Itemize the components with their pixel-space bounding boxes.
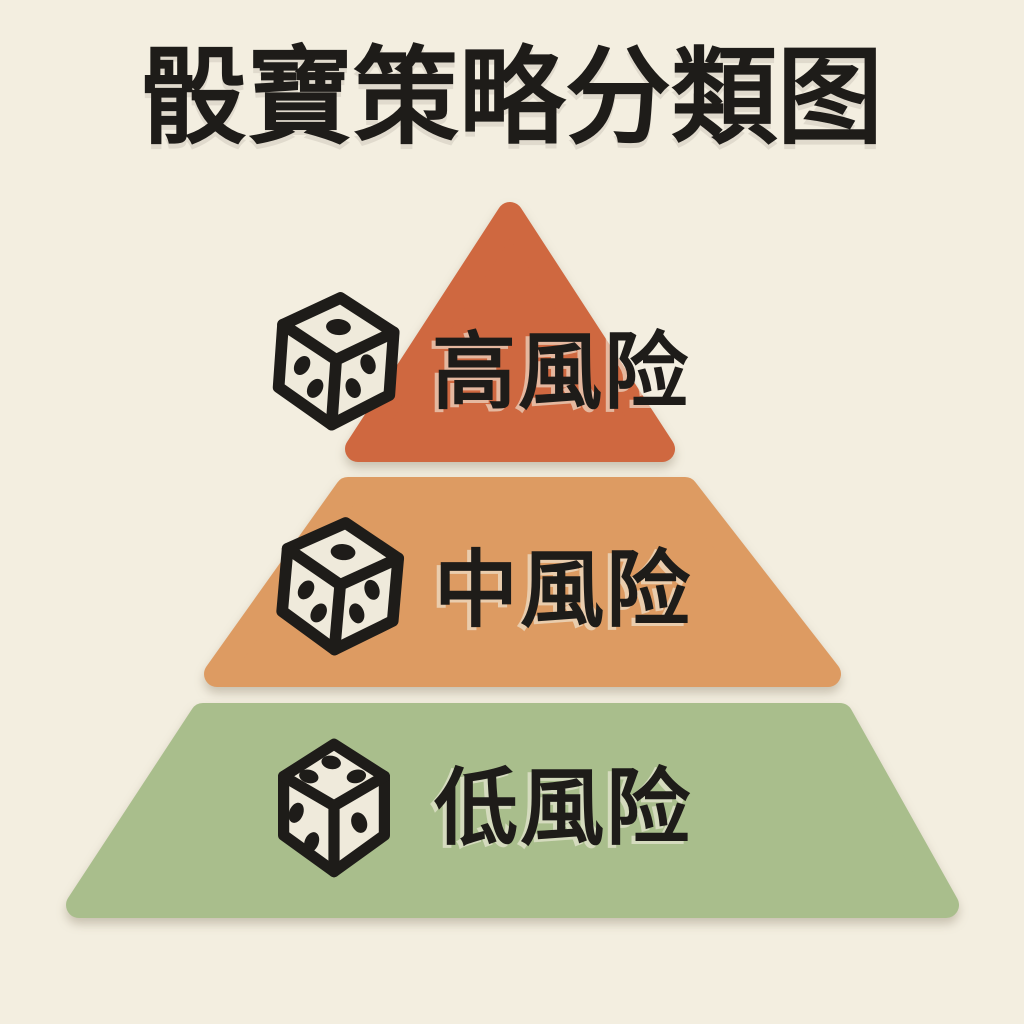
level-label-high-risk: 高風险: [432, 323, 691, 421]
level-label-low-risk: 低風险: [434, 759, 693, 857]
page-title: 骰寶策略分類图: [141, 36, 883, 159]
dice-icon: [272, 292, 400, 431]
dice-icon: [276, 517, 405, 656]
dice-pips: [293, 318, 376, 399]
level-label-medium-risk: 中風险: [434, 541, 693, 639]
pyramid-level-high-shape: [345, 202, 675, 462]
dice-pips: [297, 544, 380, 624]
dice-pips: [288, 755, 368, 853]
dice-icon: [278, 738, 390, 878]
